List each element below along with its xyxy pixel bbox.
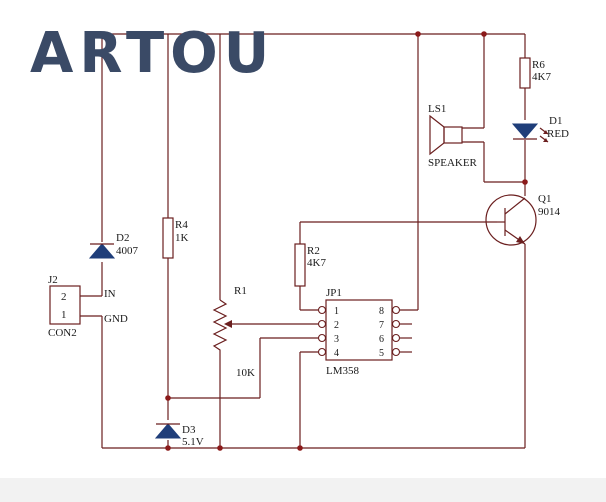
- junction-dot: [522, 179, 528, 185]
- j2-ref-label: J2: [48, 274, 58, 286]
- pin-number: 7: [379, 320, 384, 331]
- resistor-zigzag: [212, 299, 228, 354]
- pin-number: 2: [334, 320, 339, 331]
- speaker-magnet: [443, 126, 463, 144]
- junction-dots: [165, 31, 528, 451]
- r4-ref-label: R4: [175, 219, 188, 231]
- junction-dot: [165, 445, 171, 451]
- d2-value-label: 4007: [116, 245, 139, 257]
- ls1-ref-label: LS1: [428, 103, 446, 115]
- junction-dot: [481, 31, 487, 37]
- potentiometer-r1: R1 10K: [212, 285, 255, 379]
- ic-pin: [391, 319, 401, 329]
- connector-body: [49, 285, 81, 325]
- speaker-ls1: LS1 SPEAKER: [428, 103, 478, 169]
- ic-pin: [391, 333, 401, 343]
- junction-dot: [217, 445, 223, 451]
- zener-d3: D3 5.1V: [154, 423, 204, 448]
- junction-dot: [415, 31, 421, 37]
- r6-value-label: 4K7: [532, 71, 551, 83]
- net-gnd-label: GND: [104, 313, 128, 325]
- ic-pin: [391, 347, 401, 357]
- diode-symbol: [154, 423, 182, 439]
- resistor-r4: R4 1K: [162, 217, 189, 259]
- transistor-q1: Q1 9014: [485, 193, 561, 246]
- d2-ref-label: D2: [116, 232, 129, 244]
- diode-d2: D2 4007: [88, 232, 139, 259]
- transistor-body: [485, 194, 537, 246]
- pin-number: 8: [379, 306, 384, 317]
- d1-ref-label: D1: [549, 115, 562, 127]
- wiper-arrow: [224, 320, 232, 328]
- jp1-name-label: LM358: [326, 365, 360, 377]
- d3-ref-label: D3: [182, 424, 196, 436]
- junction-dot: [165, 395, 171, 401]
- ic-pin: [317, 347, 327, 357]
- pin-number: 1: [334, 306, 339, 317]
- junction-dot: [297, 445, 303, 451]
- resistor-body: [162, 217, 174, 259]
- speaker-cone: [429, 114, 445, 156]
- r6-ref-label: R6: [532, 59, 545, 71]
- ic-pin: [391, 305, 401, 315]
- q1-ref-label: Q1: [538, 193, 551, 205]
- ic-pin: [317, 305, 327, 315]
- resistor-r6: R6 4K7: [519, 57, 551, 89]
- pin-number: 3: [334, 334, 339, 345]
- j2-name-label: CON2: [48, 327, 77, 339]
- ic-body: [325, 299, 393, 361]
- image-bottom-edge: [0, 478, 606, 502]
- connector-j2: J2 2 1 CON2 IN GND: [48, 274, 128, 339]
- d1-value-label: RED: [547, 128, 569, 140]
- ic-pin: [317, 333, 327, 343]
- resistor-r2: R2 4K7: [294, 243, 326, 287]
- wires: [80, 33, 526, 449]
- ic-jp1-lm358: JP1 1 2 3 4 8 7 6 5 LM358: [317, 287, 412, 377]
- r1-value-label: 10K: [236, 367, 255, 379]
- led-symbol: [511, 123, 539, 139]
- resistor-body: [294, 243, 306, 287]
- led-d1: D1 RED: [511, 115, 569, 143]
- ls1-name-label: SPEAKER: [428, 157, 478, 169]
- r4-value-label: 1K: [175, 232, 189, 244]
- net-in-label: IN: [104, 288, 116, 300]
- j2-pin2-label: 2: [61, 291, 67, 303]
- r1-ref-label: R1: [234, 285, 247, 297]
- r2-ref-label: R2: [307, 245, 320, 257]
- ic-pin: [317, 319, 327, 329]
- emitter-arrow: [516, 236, 525, 244]
- diode-symbol: [88, 243, 116, 259]
- r2-value-label: 4K7: [307, 257, 326, 269]
- pin-number: 6: [379, 334, 384, 345]
- jp1-ref-label: JP1: [326, 287, 342, 299]
- pin-number: 5: [379, 348, 384, 359]
- resistor-body: [519, 57, 531, 89]
- j2-pin1-label: 1: [61, 309, 67, 321]
- q1-value-label: 9014: [538, 206, 561, 218]
- brand-logo: ARTOU: [30, 21, 275, 86]
- d3-value-label: 5.1V: [182, 436, 204, 448]
- pin-number: 4: [334, 348, 339, 359]
